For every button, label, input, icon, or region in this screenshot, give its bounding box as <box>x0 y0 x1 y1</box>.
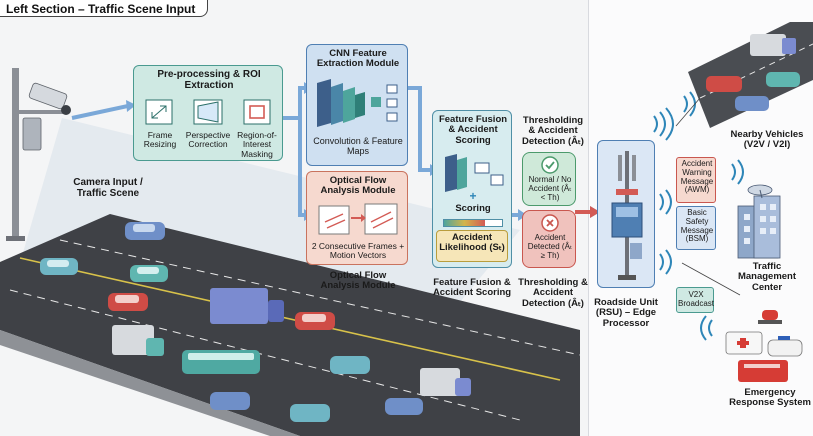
rsu-tower-icon <box>611 151 643 280</box>
roi-mask-icon <box>243 99 271 125</box>
vehicle-car <box>295 312 335 330</box>
awm-message: Accident Warning Message (AWM) <box>676 157 716 203</box>
vehicles-label: Nearby Vehicles (V2V / V2I) <box>730 129 804 151</box>
fire-truck-icon <box>738 360 788 382</box>
ambulance-icon <box>725 331 763 355</box>
check-icon <box>541 156 559 174</box>
fusion-label: Feature Fusion & Accident Scoring <box>432 277 512 299</box>
vehicle-car <box>766 72 800 87</box>
preprocessing-item-perspective: Perspective Correction <box>185 130 231 150</box>
vehicle-car <box>385 398 423 415</box>
vehicle-car <box>706 76 742 92</box>
detected-result-box: Accident Detected (Âₜ ≥ Th) <box>522 210 576 268</box>
cnn-title: CNN Feature Extraction Module <box>316 48 400 70</box>
police-light-icon <box>758 310 782 324</box>
lane-line <box>19 257 561 381</box>
likelihood-box <box>436 230 508 262</box>
fusion-title: Feature Fusion & Accident Scoring <box>438 114 508 146</box>
vehicle-truck <box>210 288 284 324</box>
threshold-title: Thresholding & Accident Detection (Âₜ) <box>522 115 584 147</box>
control-box <box>22 117 42 151</box>
perspective-icon <box>193 99 223 125</box>
v2x-text: V2X Broadcast <box>678 290 715 308</box>
threshold-label: Thresholding & Accident Detection (Âₜ) <box>518 277 588 309</box>
vehicle-car <box>125 222 165 240</box>
score-bar <box>443 219 503 227</box>
rsu-box <box>597 140 655 288</box>
detected-result-text: Accident Detected (Âₜ ≥ Th) <box>527 233 573 260</box>
vehicle-car <box>290 404 330 422</box>
vehicle-car <box>130 265 168 282</box>
fusion-module: Feature Fusion & Accident Scoring + Scor… <box>432 110 512 268</box>
lane-line <box>59 239 581 356</box>
vehicle-truck <box>420 368 471 396</box>
vehicle-bus <box>182 350 260 374</box>
camera-label: Camera Input / Traffic Scene <box>73 177 143 199</box>
preprocessing-item-frame-resizing: Frame Resizing <box>143 130 177 150</box>
cnn-layers-icon <box>317 79 398 127</box>
fusion-scoring: Scoring <box>455 203 491 214</box>
camera-pole <box>12 68 19 240</box>
lane-line <box>9 289 521 421</box>
camera-icon <box>28 82 71 115</box>
vehicle-car <box>108 293 148 311</box>
optical-flow-module: Optical Flow Analysis Module 2 Consecuti… <box>306 171 408 265</box>
fusion-plus: + <box>469 189 477 203</box>
preprocessing-title: Pre-processing & ROI Extraction <box>157 69 261 91</box>
vehicle-car <box>210 392 250 410</box>
bsm-message: Basic Safety Message (BSM) <box>676 206 716 250</box>
awm-text: Accident Warning Message (AWM) <box>680 159 714 195</box>
optical-flow-label: Optical Flow Analysis Module <box>320 270 396 292</box>
v2x-message: V2X Broadcast <box>676 287 714 313</box>
cnn-caption: Convolution & Feature Maps <box>313 136 403 156</box>
section-title: Left Section – Traffic Scene Input <box>0 0 208 17</box>
bsm-text: Basic Safety Message (BSM) <box>680 208 714 244</box>
cross-icon <box>541 214 559 232</box>
preprocessing-item-roi: Region-of-Interest Masking <box>237 130 277 159</box>
preprocessing-module: Pre-processing & ROI Extraction Frame Re… <box>133 65 283 161</box>
vehicle-car <box>40 258 78 275</box>
vehicle-truck <box>112 325 164 356</box>
vehicle-car <box>735 96 769 111</box>
police-car-icon <box>767 336 803 357</box>
building-icon <box>737 184 781 259</box>
vehicle-truck <box>750 34 796 56</box>
fusion-likelihood: Accident Likelihood (Sₜ) <box>439 232 505 254</box>
normal-result-text: Normal / No Accident (Âₜ < Th) <box>528 175 572 202</box>
ers-label: Emergency Response System <box>729 387 811 409</box>
optical-flow-caption: 2 Consecutive Frames + Motion Vectors <box>311 241 405 261</box>
tmc-label: Traffic Management Center <box>737 261 797 293</box>
normal-result-box: Normal / No Accident (Âₜ < Th) <box>522 152 576 206</box>
cnn-module: CNN Feature Extraction Module Convolutio… <box>306 44 408 166</box>
vehicle-car <box>330 356 370 374</box>
rsu-label: Roadside Unit (RSU) – Edge Processor <box>594 297 658 329</box>
signal-waves <box>653 91 744 341</box>
optical-flow-title: Optical Flow Analysis Module <box>320 175 396 197</box>
flow-frames-icon <box>318 203 398 235</box>
resize-icon <box>145 99 173 125</box>
